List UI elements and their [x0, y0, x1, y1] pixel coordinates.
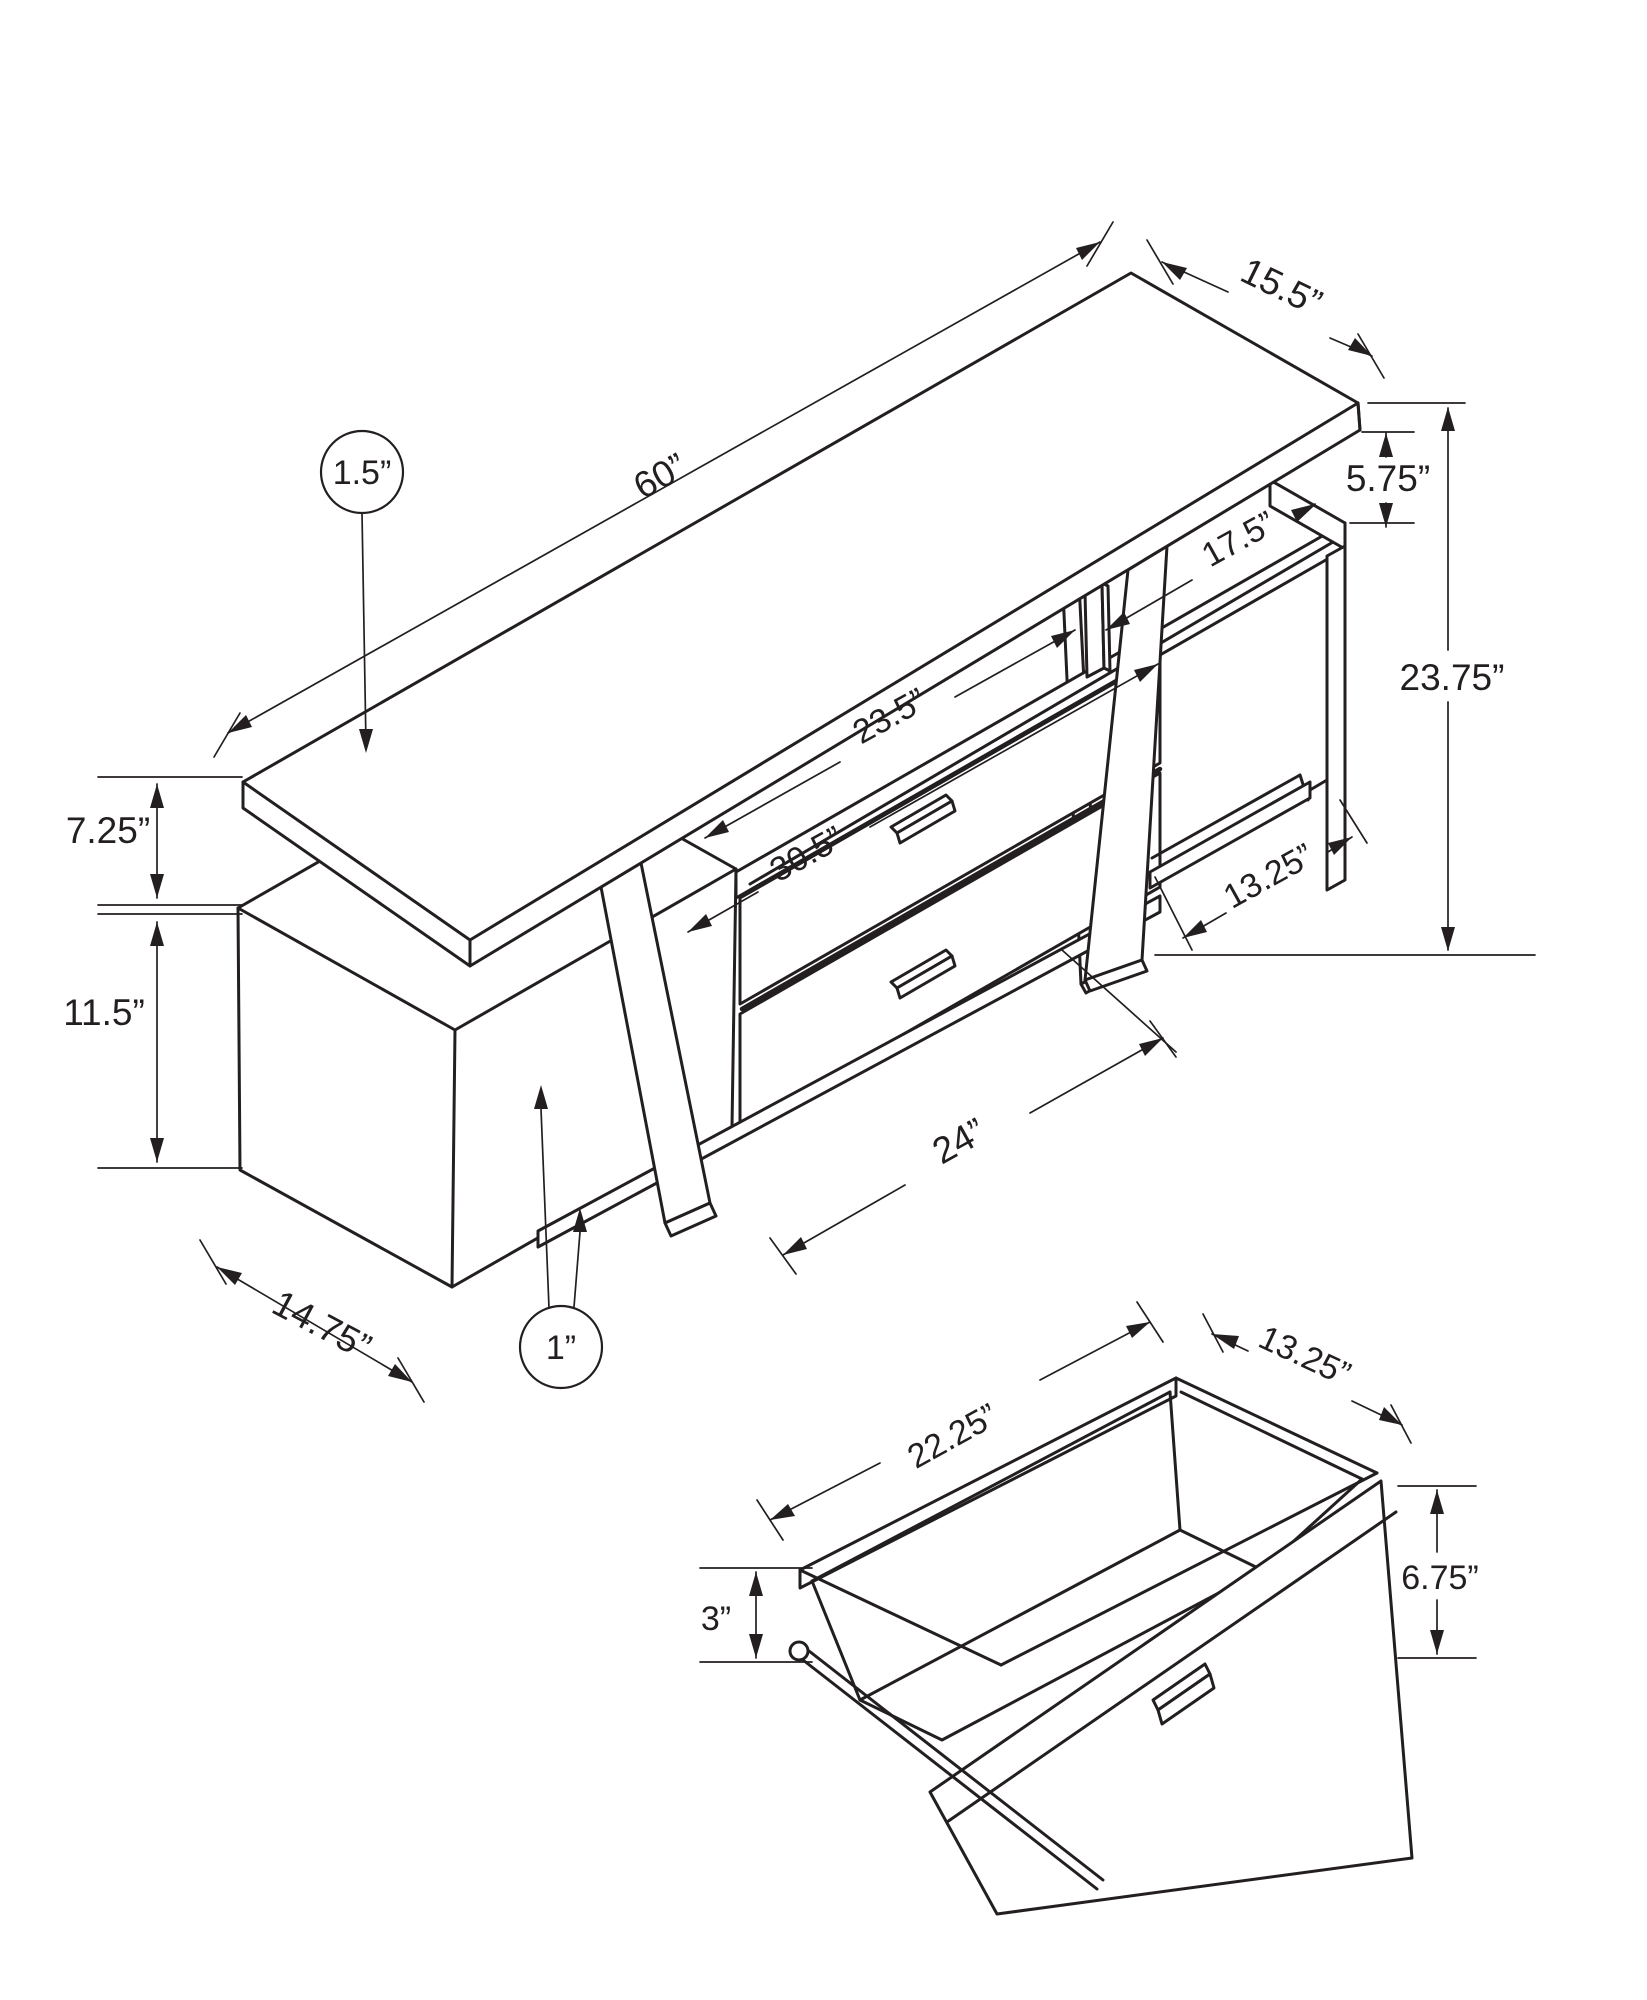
shelf-divider	[1083, 581, 1112, 679]
dim-drawer-front-height: 6.75”	[1397, 1485, 1479, 1659]
front-right-leg-foot	[1083, 958, 1149, 993]
dim-left-gap: 7.25”	[66, 776, 243, 915]
dim-cabinet-height: 11.5”	[63, 921, 243, 1169]
drawer-detail-handle	[1156, 1672, 1216, 1726]
top-shelf-board-top-face-edge	[748, 533, 1347, 886]
drawer-front-rim	[999, 1471, 1379, 1667]
dim-label-top-gap: 5.75”	[1346, 458, 1430, 499]
drawer-front-panel-inner-edge	[945, 1510, 1398, 1824]
dim-label-bottom-shelf-width: 24”	[926, 1110, 993, 1172]
drawer-slide-rail	[788, 1640, 1105, 1891]
cubby-shelf-front-band	[1148, 780, 1312, 890]
dim-label-drawer-width: 22.25”	[901, 1396, 1004, 1476]
top-shelf-board-right-end	[1268, 478, 1347, 551]
drawer-front-rim-left	[798, 1568, 1003, 1667]
drawer-box	[798, 1376, 1379, 1742]
dim-label-drawer-front-height: 6.75”	[1401, 1559, 1479, 1597]
dim-top-gap: 5.75”	[1346, 431, 1430, 528]
left-cabinet-front-top-edge	[453, 867, 738, 1032]
table-top-front-right-corner	[1356, 401, 1362, 432]
drawer-detail-view: 22.25” 13.25” 6.75”	[699, 1301, 1479, 1916]
dim-label-cabinet-height: 11.5”	[63, 992, 145, 1033]
cubby-right-wall	[1325, 544, 1347, 892]
tv-stand-main-view: 60” 15.5” 1.5”	[63, 221, 1536, 1403]
table-top	[241, 271, 1362, 968]
dim-panel-thickness: 1”	[518, 1085, 604, 1390]
drawer-left-wall-inner-edge	[810, 1390, 1172, 1583]
dim-cabinet-depth: 14.75”	[199, 1239, 425, 1403]
drawer-interior-left-corner	[810, 1579, 862, 1702]
dim-top-thickness: 1.5”	[319, 429, 405, 753]
dim-overall-height: 23.75”	[1154, 402, 1536, 956]
dim-label-left-gap: 7.25”	[66, 810, 150, 851]
table-top-left-end-edge	[241, 780, 472, 942]
left-cabinet-top-left-edge	[236, 906, 457, 1032]
drawer-gap-line	[739, 766, 1163, 1012]
drawer-right-wall-inner-edge	[1179, 1390, 1364, 1481]
dim-label-overall-height: 23.75”	[1400, 657, 1505, 698]
right-cubby	[1148, 544, 1347, 892]
dim-label-cubby-shelf-width: 13.25”	[1217, 836, 1320, 916]
drawer-front-1	[738, 655, 1162, 1006]
dim-label-top-depth: 15.5”	[1235, 250, 1329, 324]
dim-label-drawer-side-height: 3”	[701, 1600, 731, 1638]
drawer-fronts	[738, 655, 1163, 1130]
drawer-right-wall-top-edge	[1174, 1376, 1379, 1475]
left-cabinet-front-left-edge	[450, 1028, 457, 1289]
cubby-shelf-to-wall-edge	[1308, 778, 1329, 792]
cubby-shelf-back-edge	[1150, 773, 1302, 860]
front-left-leg-foot	[663, 1201, 718, 1238]
drawer-handle-2	[895, 954, 957, 1000]
dim-label-cabinet-depth: 14.75”	[266, 1282, 378, 1367]
drawer-interior-back-corner	[1168, 1390, 1182, 1532]
drawer-handle-1	[895, 799, 957, 845]
drawer-left-wall	[798, 1376, 1178, 1590]
shelf-divider-side	[1100, 581, 1112, 673]
drawer-front-panel	[928, 1479, 1414, 1916]
dim-label-top-length: 60”	[627, 445, 694, 507]
dim-drawer-depth: 13.25”	[1202, 1313, 1412, 1444]
dim-label-panel-thickness: 1”	[546, 1329, 576, 1367]
table-top-front-edge	[468, 401, 1360, 942]
rail-knob	[788, 1640, 810, 1662]
dim-label-drawer-depth: 13.25”	[1253, 1318, 1356, 1393]
dim-drawer-side-height: 3”	[699, 1567, 813, 1663]
dim-label-top-thickness: 1.5”	[333, 454, 392, 492]
